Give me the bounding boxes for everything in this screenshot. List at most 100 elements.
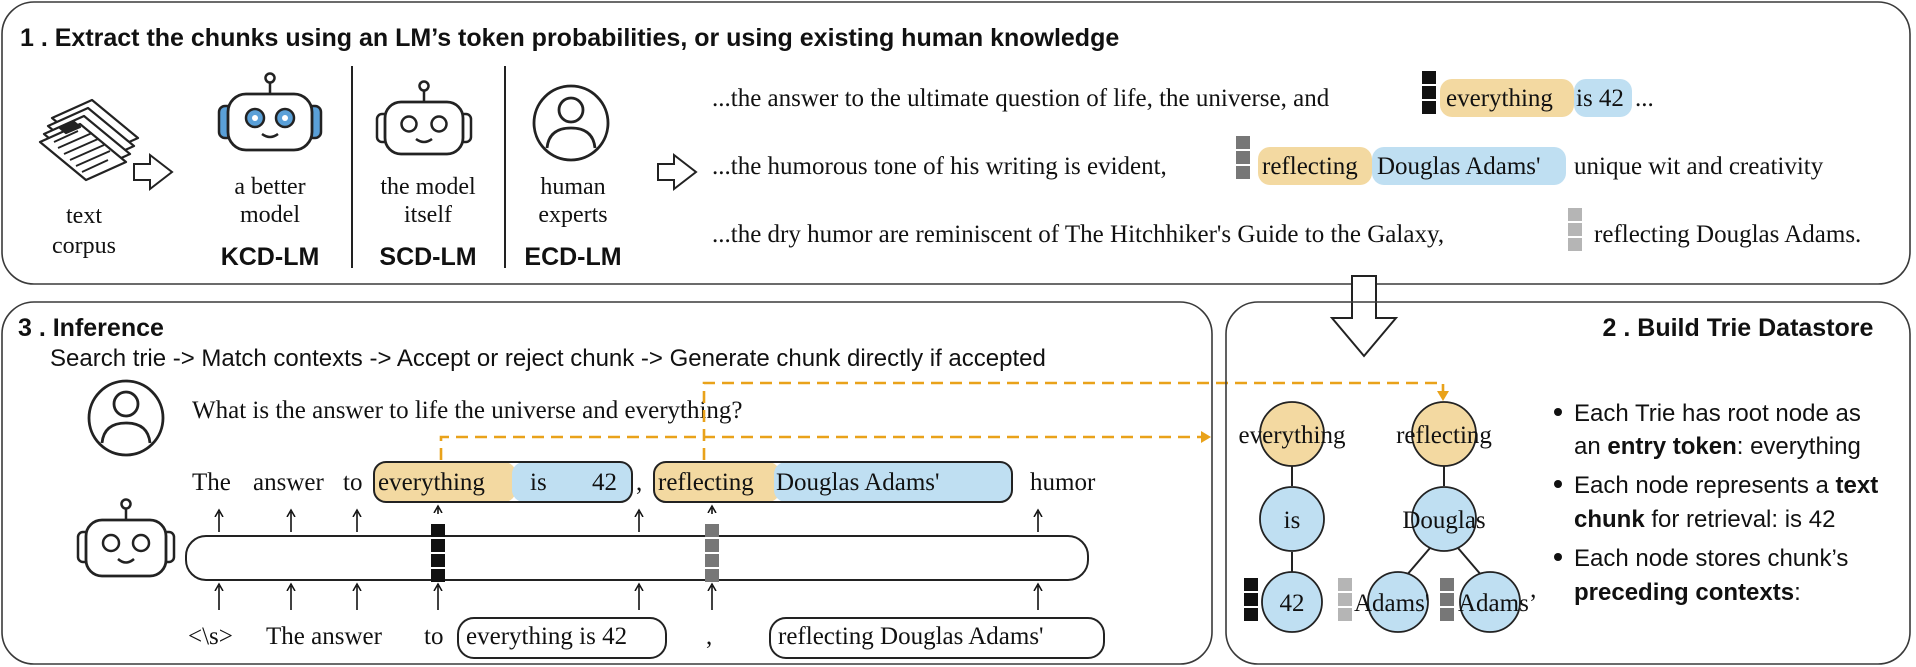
output-chunk-everything: everything — [378, 469, 485, 496]
user-icon — [87, 379, 165, 457]
input-token-comma: , — [706, 623, 712, 650]
panel3-title: 3 . Inference — [18, 314, 164, 342]
kcd-name: KCD-LM — [221, 243, 320, 271]
trie-everything: everything is 42 — [1239, 401, 1346, 633]
input-token-to: to — [424, 623, 443, 650]
newspaper-icon — [38, 98, 140, 182]
kcd-desc-line2: model — [240, 202, 300, 228]
trie-node-is — [1259, 486, 1325, 552]
trie-bullets: Each Trie has root node as an entry toke… — [1554, 400, 1878, 606]
trie-context-bar-light — [1338, 578, 1352, 621]
trie-root-everything — [1259, 401, 1325, 467]
panel3-border — [1, 301, 1213, 665]
corpus-label-line1: text — [66, 203, 102, 229]
user-question: What is the answer to life the universe … — [192, 397, 743, 424]
robot-scd-icon — [375, 80, 473, 156]
bullet-3-line-2: preceding contexts: — [1574, 579, 1801, 606]
inference-prob-bar-gray — [705, 524, 719, 582]
output-token-to: to — [343, 469, 362, 496]
example-line-2-end: unique wit and creativity — [1574, 153, 1824, 180]
input-token-the-answer: The answer — [266, 623, 383, 650]
example-line-1: ...the answer to the ultimate question o… — [712, 85, 1330, 112]
output-chunk-1: everything is 42 — [373, 461, 633, 503]
input-chunk-2-box — [769, 617, 1105, 659]
dashed-arrow-everything — [439, 431, 1211, 460]
trie-node-adams-1 — [1367, 571, 1429, 633]
scd-desc-line2: itself — [404, 202, 452, 228]
trie-root-reflecting — [1411, 401, 1477, 467]
language-model-bar — [185, 535, 1089, 581]
output-token-humor: humor — [1030, 469, 1096, 496]
chunk-highlight-everything — [1440, 79, 1574, 117]
chunk-reflecting: reflecting — [1262, 153, 1358, 180]
panel-inference: 3 . Inference Search trie -> Match conte… — [1, 301, 1449, 665]
example-line-1-end: ... — [1635, 85, 1654, 112]
bullet-1-line-2: an entry token: everything — [1574, 433, 1861, 460]
chunk-highlight-reflecting — [1258, 147, 1372, 185]
example-line-2: ...the humorous tone of his writing is e… — [712, 153, 1167, 180]
token-prob-bar-gray — [1236, 136, 1250, 179]
bullet-2-line-1: Each node represents a text — [1574, 472, 1878, 499]
chunk-everything: everything — [1446, 85, 1553, 112]
token-prob-bar-black — [1422, 71, 1436, 114]
svg-text:42: 42 — [1280, 590, 1305, 617]
trie-node-douglas — [1411, 486, 1477, 552]
panel-extract-chunks: 1 . Extract the chunks using an LM’s tok… — [1, 1, 1911, 285]
input-chunk-2: reflecting Douglas Adams' — [778, 623, 1044, 650]
svg-text:is: is — [1284, 507, 1301, 534]
bullet-1-line-1: Each Trie has root node as — [1574, 400, 1861, 427]
output-chunk-2: reflecting Douglas Adams' — [653, 461, 1013, 503]
token-prob-bar-light — [1568, 208, 1582, 251]
output-chunk-reflecting: reflecting — [658, 469, 754, 496]
panel1-border — [1, 1, 1911, 285]
arrow-right-icon — [133, 152, 174, 192]
scd-desc-line1: the model — [380, 174, 476, 200]
input-chunk-1: everything is 42 — [466, 623, 627, 650]
output-chunk-douglas: Douglas Adams' — [776, 469, 940, 496]
input-token-s: <\s> — [188, 623, 233, 650]
output-token-comma: , — [636, 469, 642, 496]
bullet-3-line-1: Each node stores chunk’s — [1574, 545, 1848, 572]
input-arrows — [219, 586, 1038, 610]
corpus-label-line2: corpus — [52, 233, 116, 259]
output-arrows — [219, 508, 1038, 532]
arrow-down-icon — [1329, 275, 1399, 358]
chunk-highlight-douglas — [1372, 147, 1566, 185]
trie-context-bar-gray — [1440, 578, 1454, 621]
output-chunk-42: 42 — [592, 469, 617, 496]
arrow-right-icon-2 — [657, 152, 698, 192]
panel-trie-datastore: 2 . Build Trie Datastore everything is 4… — [1225, 301, 1911, 665]
output-token-answer: answer — [253, 469, 324, 496]
ecd-desc-line1: human — [540, 174, 605, 200]
robot-kcd-icon — [217, 72, 323, 152]
ecd-name: ECD-LM — [524, 243, 621, 271]
output-chunk-is: is — [530, 469, 547, 496]
chunk-highlight-is42 — [1574, 79, 1632, 117]
svg-text:everything: everything — [1239, 422, 1346, 449]
chunk-is42: is 42 — [1576, 85, 1624, 112]
trie-node-42 — [1261, 571, 1323, 633]
example-line-3-end: reflecting Douglas Adams. — [1594, 221, 1861, 248]
bullet-2-line-2: chunk for retrieval: is 42 — [1574, 506, 1835, 533]
chunk-douglas-adams: Douglas Adams' — [1377, 153, 1541, 180]
example-line-3: ...the dry humor are reminiscent of The … — [712, 221, 1444, 248]
input-chunk-1-box — [457, 617, 667, 659]
panel2-title: 2 . Build Trie Datastore — [1603, 314, 1874, 342]
ecd-desc-line2: experts — [538, 202, 607, 228]
panel3-subtitle: Search trie -> Match contexts -> Accept … — [50, 345, 1046, 372]
human-expert-icon — [532, 84, 610, 162]
kcd-desc-line1: a better — [234, 174, 305, 200]
panel2-border — [1225, 301, 1911, 665]
svg-text:reflecting: reflecting — [1396, 422, 1492, 449]
trie-node-adams-2 — [1459, 571, 1521, 633]
robot-inference-icon — [76, 498, 176, 578]
trie-context-bar-black — [1244, 578, 1258, 621]
output-token-the: The — [192, 469, 231, 496]
panel1-title: 1 . Extract the chunks using an LM’s tok… — [20, 24, 1119, 52]
trie-leaf-adams-2: Adams’ — [1458, 590, 1537, 617]
trie-leaf-adams-1: Adams' — [1354, 590, 1429, 617]
dashed-arrow-reflecting — [702, 381, 1449, 460]
scd-name: SCD-LM — [379, 243, 476, 271]
trie-reflecting: reflecting Douglas Adams' Adams’ — [1338, 401, 1537, 633]
